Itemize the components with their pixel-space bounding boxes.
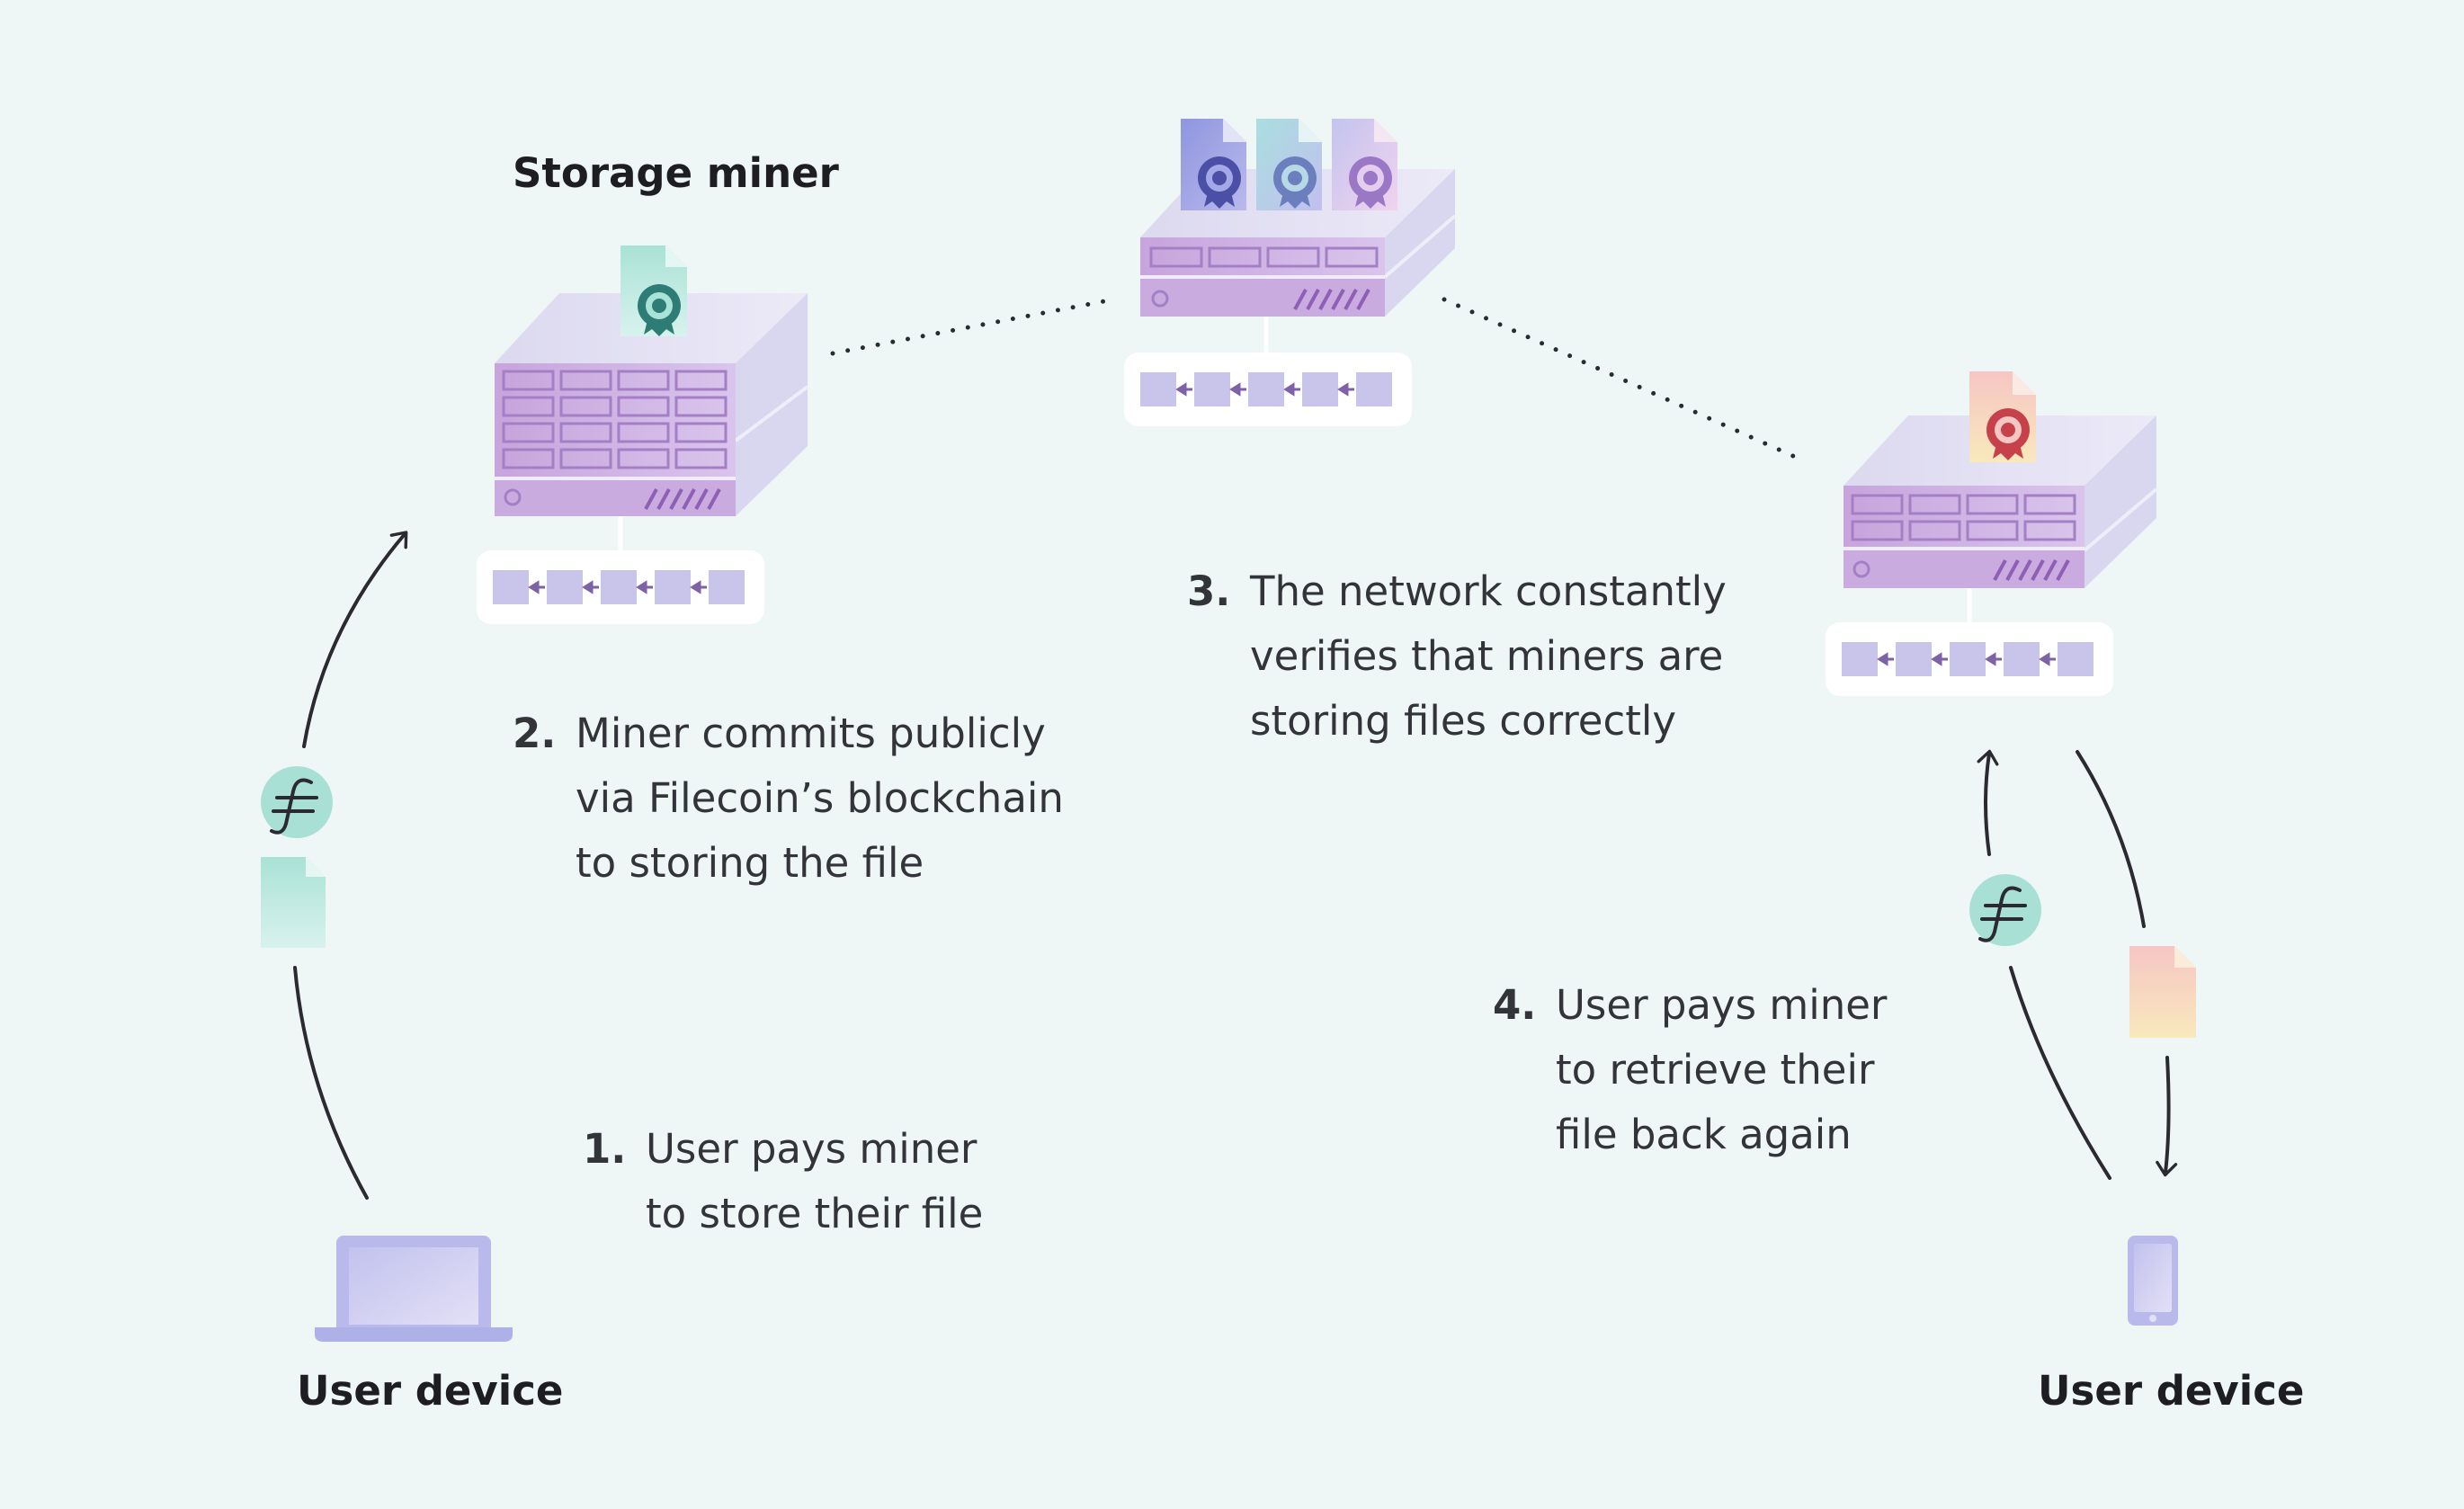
network-link-right — [1442, 297, 1798, 460]
upload-arrow-lower — [293, 966, 369, 1200]
payment-arrow-lower — [2009, 966, 2111, 1180]
verified-file-icon — [1256, 119, 1322, 210]
server-side — [736, 293, 808, 516]
step-text: Miner commits publicly via Filecoin’s bl… — [576, 710, 1064, 887]
storage-miner-label: Storage miner — [513, 149, 839, 197]
storage-miner-server — [477, 246, 809, 624]
laptop-icon — [315, 1236, 513, 1342]
stored-file-icon — [620, 246, 687, 336]
step-number: 1. — [583, 1125, 627, 1173]
verified-file-icon — [1181, 119, 1246, 210]
user-device-label: User device — [2038, 1367, 2305, 1415]
step-number: 4. — [1493, 981, 1537, 1029]
filecoin-coin-icon — [1969, 874, 2041, 946]
step-text: User pays miner to retrieve their file b… — [1556, 981, 1888, 1158]
blockchain-left — [477, 550, 764, 624]
retrieval-flow — [1969, 749, 2196, 1180]
server-front — [495, 363, 736, 478]
retrieved-file-icon — [1969, 371, 2036, 462]
blockchain-center — [1124, 353, 1412, 426]
retrieval-server — [1826, 371, 2158, 696]
step-text: The network constantly verifies that min… — [1250, 567, 1727, 745]
payment-arrow-upper — [1977, 749, 1999, 856]
uploaded-file-icon — [261, 857, 326, 948]
download-arrow-upper — [2076, 750, 2146, 928]
verified-file-icon — [1332, 119, 1397, 210]
step-number: 3. — [1187, 567, 1231, 615]
network-links — [830, 297, 1798, 460]
server-front — [1140, 237, 1385, 277]
upload-flow — [261, 531, 408, 1200]
server-side — [1385, 169, 1455, 317]
downloaded-file-icon — [2129, 946, 2196, 1038]
phone-icon — [2128, 1236, 2178, 1326]
network-server — [1124, 119, 1457, 426]
user-device-label: User device — [297, 1367, 564, 1415]
step-number: 2. — [513, 710, 557, 757]
step-text: User pays miner to store their file — [646, 1125, 984, 1237]
network-link-left — [830, 299, 1107, 356]
filecoin-coin-icon — [261, 766, 333, 838]
server-side — [2085, 415, 2156, 588]
upload-arrow-upper — [302, 531, 408, 748]
blockchain-right — [1826, 622, 2113, 696]
download-arrow-lower — [2156, 1056, 2178, 1177]
